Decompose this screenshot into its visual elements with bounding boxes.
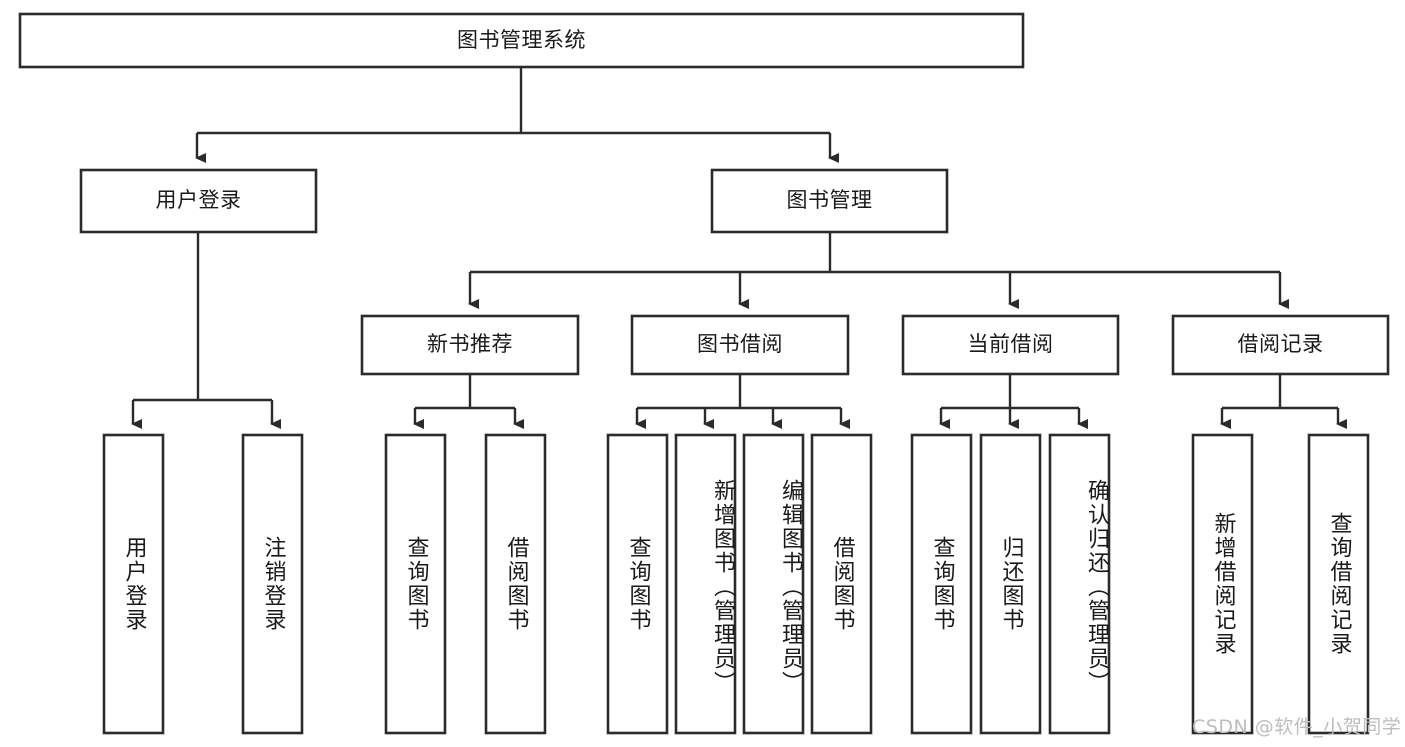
node-box-current-borrow[interactable] xyxy=(901,314,1120,376)
leaf-box-book-borrow-2[interactable] xyxy=(742,433,805,735)
leaf-box-book-borrow-0[interactable] xyxy=(606,433,669,735)
node-box-book-borrow[interactable] xyxy=(630,314,850,376)
leaf-box-current-borrow-2[interactable] xyxy=(1048,433,1111,735)
leaf-box-new-book-1[interactable] xyxy=(484,433,547,735)
leaf-box-current-borrow-1[interactable] xyxy=(979,433,1042,735)
leaf-box-borrow-record-0[interactable] xyxy=(1191,433,1254,735)
node-box-root[interactable] xyxy=(18,12,1025,69)
leaf-box-borrow-record-1[interactable] xyxy=(1307,433,1370,735)
node-box-borrow-record[interactable] xyxy=(1171,314,1390,376)
leaf-box-book-borrow-3[interactable] xyxy=(810,433,873,735)
leaf-box-user-login-0[interactable] xyxy=(102,433,165,735)
leaf-box-new-book-0[interactable] xyxy=(384,433,447,735)
leaf-box-user-login-1[interactable] xyxy=(241,433,304,735)
node-box-new-book-recommend[interactable] xyxy=(360,314,580,376)
leaf-box-book-borrow-1[interactable] xyxy=(674,433,737,735)
leaf-box-current-borrow-0[interactable] xyxy=(910,433,973,735)
node-box-book-manage[interactable] xyxy=(710,168,949,234)
node-box-user-login[interactable] xyxy=(79,168,318,234)
